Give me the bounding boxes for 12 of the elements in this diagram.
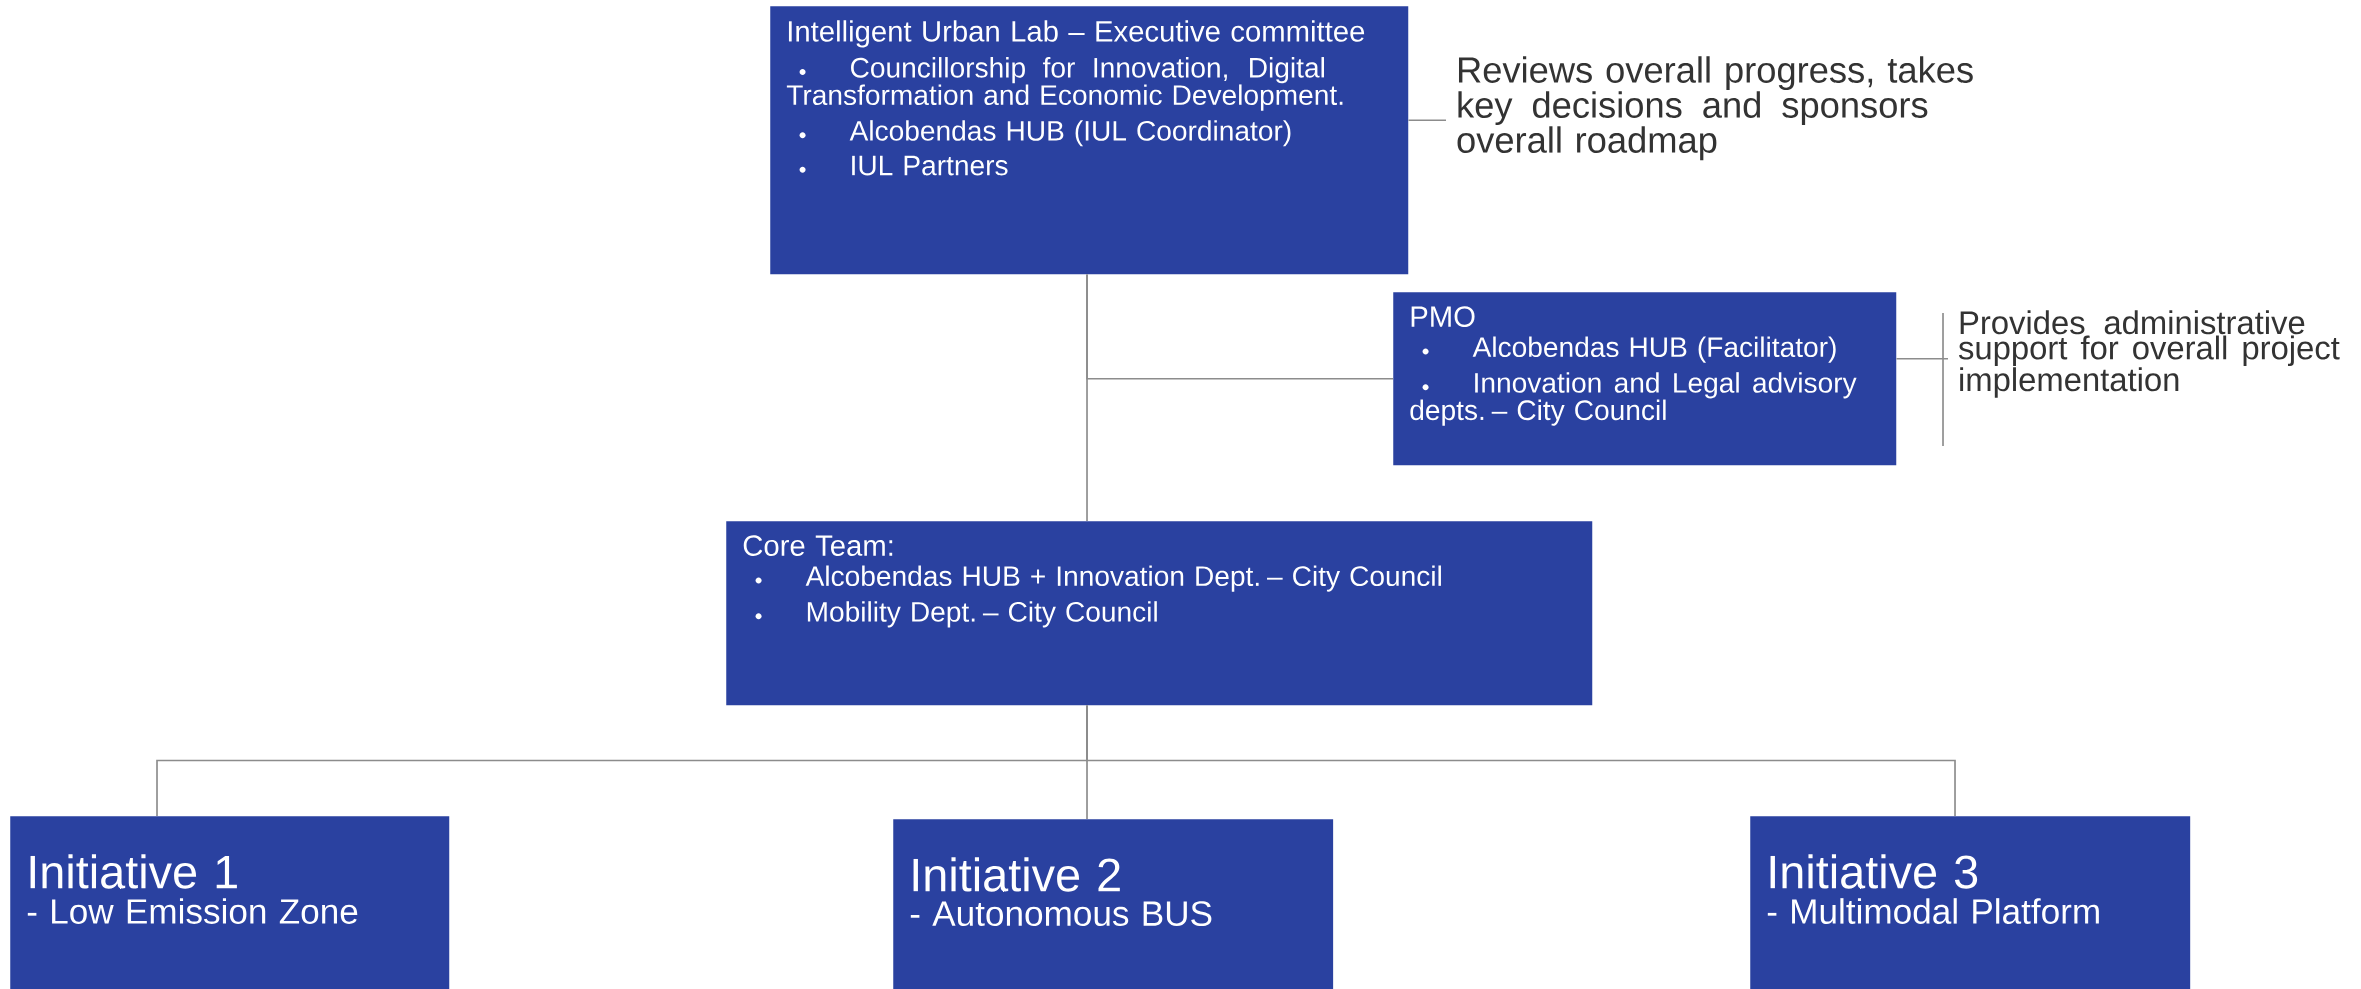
connector-line: [1086, 704, 1956, 817]
org-box: Intelligent Urban Lab – Executive committee Councillorship for Innovation, Digital Transformation and Economic Development. Alcobendas HUB (IUL Coordinator) IUL Partners: [770, 6, 1409, 275]
connector-line: [1086, 273, 1088, 522]
org-box: Initiative 1 - Low Emission Zone: [10, 816, 450, 989]
leader-line: [1895, 357, 1949, 360]
org-box: Initiative 2 - Autonomous BUS: [893, 819, 1334, 989]
org-box: Initiative 3 - Multimodal Platform: [1750, 816, 2191, 989]
leader-line: [1407, 119, 1447, 122]
org-box: PMO Alcobendas HUB (Facilitator) Innovation and Legal advisory depts. – City Council: [1393, 292, 1897, 466]
org-box: Core Team: Alcobendas HUB + Innovation Dept. – City Council Mobility Dept. – City Council: [726, 521, 1593, 706]
note-text: Reviews overall progress, takes key decisions and sponsors overall roadmap: [1457, 56, 1973, 161]
note-text: Provides administrative support for overall project implementation: [1958, 310, 2340, 398]
